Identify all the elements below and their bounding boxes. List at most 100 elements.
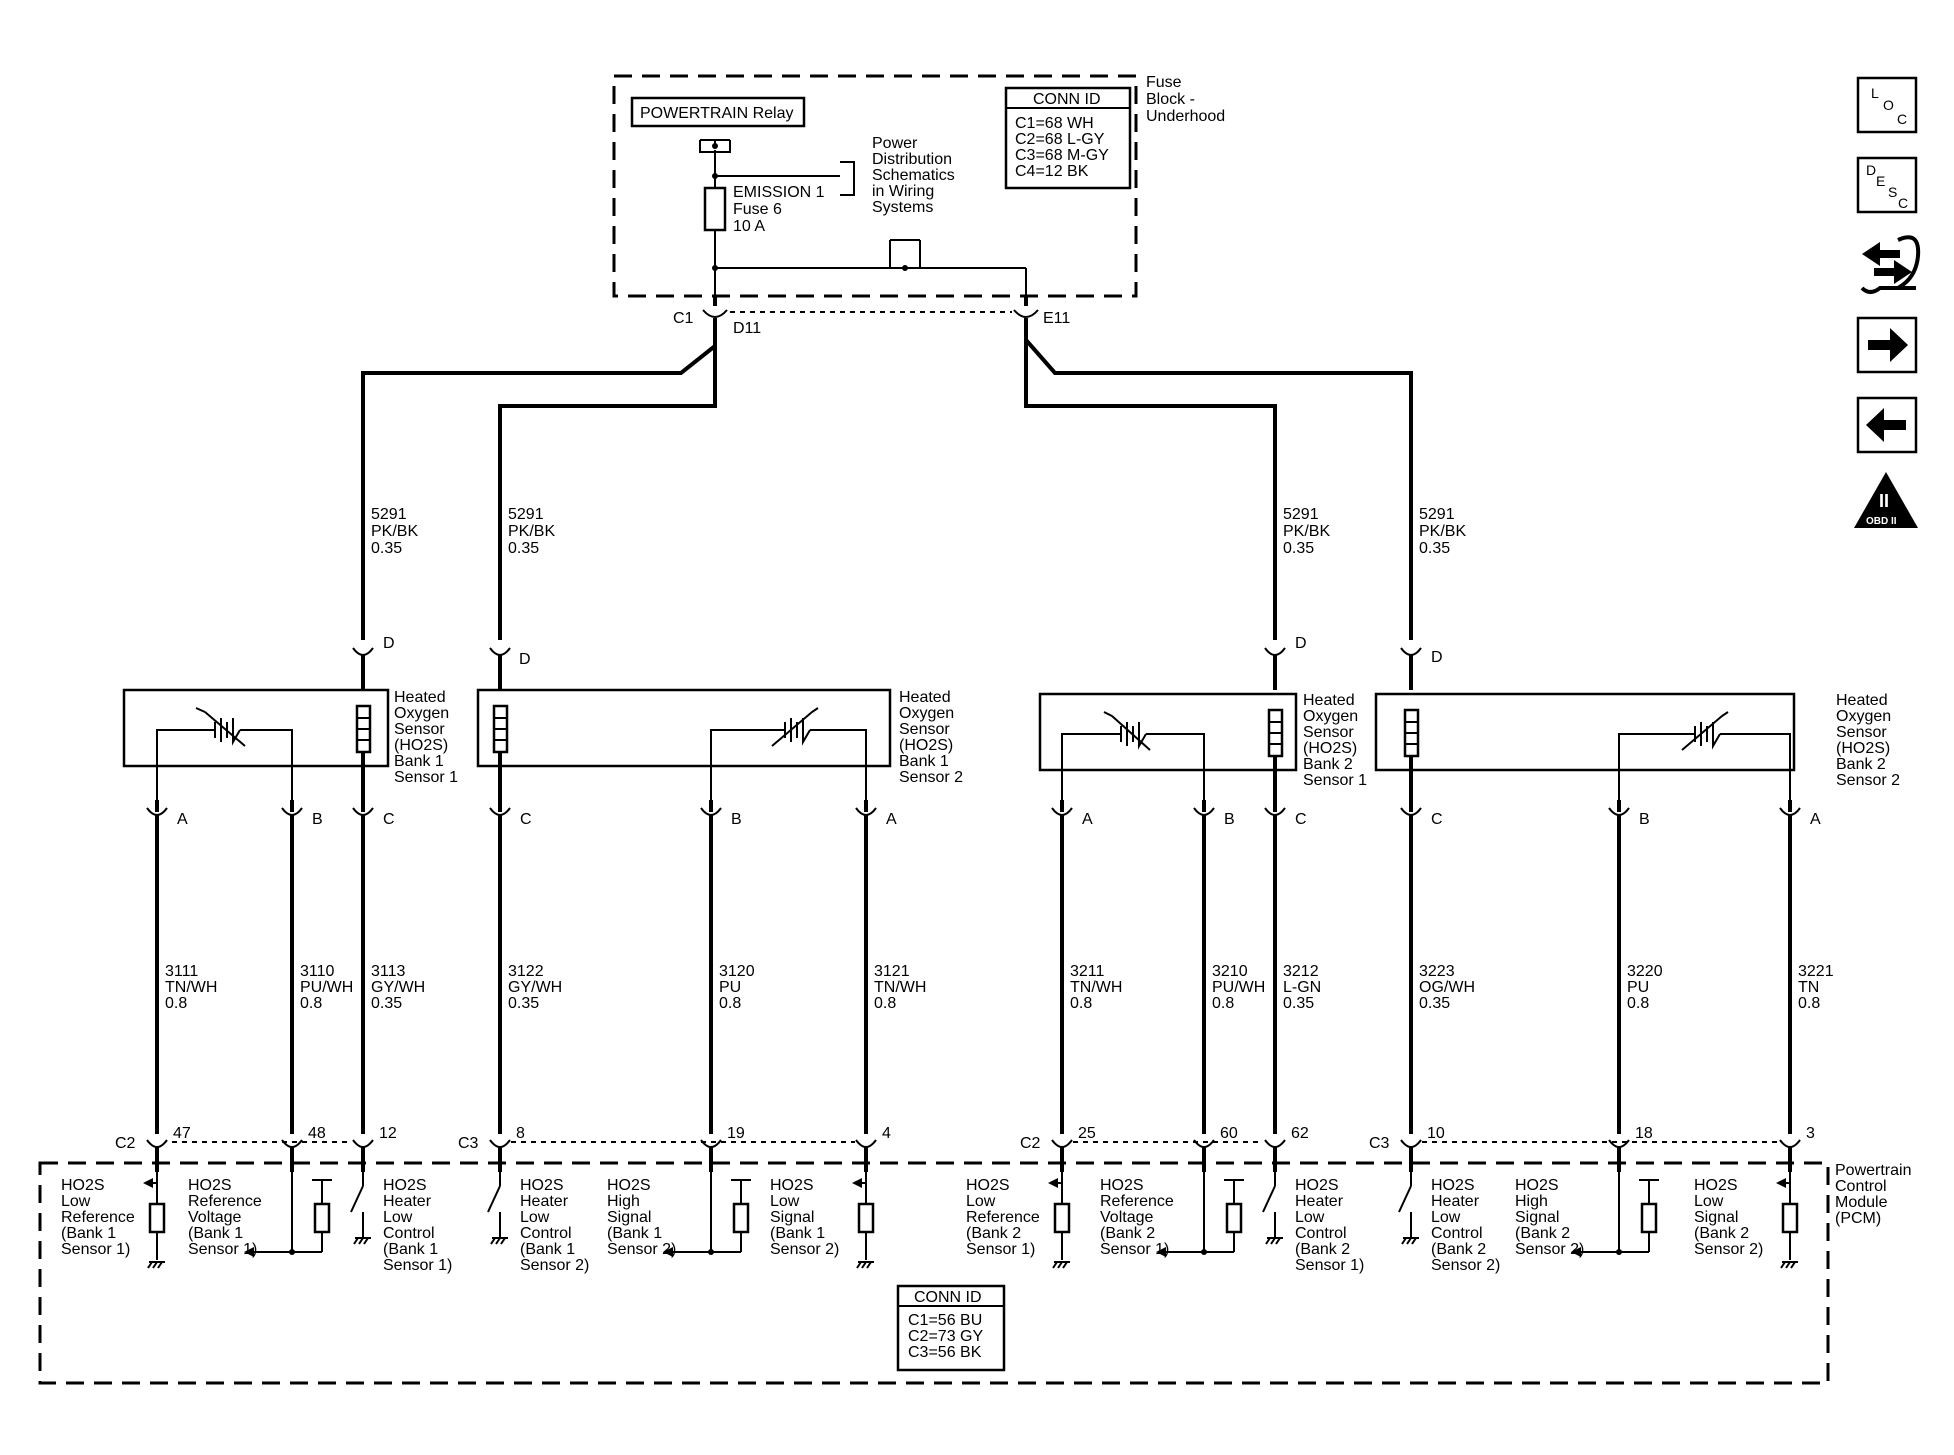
pcm-function-label: Signal [1694,1209,1738,1226]
sensor-pin-label: A [1810,811,1821,828]
pcm-pin-label: 18 [1635,1125,1653,1142]
svg-text:Heated: Heated [394,689,446,706]
wire-circuit-label: 3120 [719,963,755,980]
svg-text:Heated: Heated [1836,692,1888,709]
sensor-pin-label: A [177,811,188,828]
sensor-pin-label: A [1082,811,1093,828]
svg-text:Systems: Systems [872,199,933,216]
sensor-pin-label: C [520,811,532,828]
pcm-connector-label: C2 [115,1135,136,1152]
svg-text:D: D [1431,649,1443,666]
wire-circuit-label: 3110 [300,963,335,980]
wire-color-label: TN/WH [165,979,217,996]
pcm-function-label: Low [383,1209,413,1226]
power-dist-connector [889,239,921,269]
svg-text:0.35: 0.35 [1419,540,1450,557]
sensor-pin-label: C [1295,811,1307,828]
wire-circuit-label: 3221 [1798,963,1834,980]
ho2s-bank1-sensor2-label: Heated Oxygen Sensor (HO2S) Bank 1 Senso… [899,689,963,786]
wire-color-label: PU/WH [300,979,353,996]
svg-text:5291: 5291 [1419,506,1455,523]
wire-color-label: PU [719,979,741,996]
pcm-function-label: Heater [1295,1193,1344,1210]
wire-size-label: 0.8 [719,995,741,1012]
ho2s-bank2-sensor2-box [1374,692,1796,772]
svg-text:C1=56 BU: C1=56 BU [908,1312,982,1329]
pcm-function-label: High [1515,1193,1548,1210]
wire-circuit-label: 3223 [1419,963,1455,980]
signal-wire-3110: B3110PU/WH0.848HO2SReferenceVoltage(Bank… [188,800,353,1258]
svg-text:L: L [1871,85,1879,101]
pcm-function-label: Low [1431,1209,1461,1226]
pcm-function-label: HO2S [1431,1177,1475,1194]
svg-text:S: S [1888,184,1897,200]
pcm-function-label: (Bank 2 [966,1225,1021,1242]
sensor-pin-label: B [312,811,323,828]
svg-text:D: D [383,635,395,652]
pcm-pin-label: 60 [1220,1125,1238,1142]
next-arrow-icon[interactable] [1856,316,1918,374]
svg-text:EMISSION 1: EMISSION 1 [733,184,825,201]
feed-wire-bank2-sensor2 [1024,338,1413,640]
signal-wire-3113: C3113GY/WH0.3512HO2SHeaterLowControl(Ban… [350,800,452,1274]
diagnostic-tool-icon[interactable] [1860,235,1921,294]
pcm-function-label: HO2S [61,1177,105,1194]
svg-text:Fuse: Fuse [1146,74,1182,91]
sensor-element-b2s1 [1061,733,1205,800]
previous-arrow-icon[interactable] [1856,396,1918,454]
pcm-function-label: HO2S [188,1177,232,1194]
pcm-function-label: (Bank 2 [1694,1225,1749,1242]
wire-color-label: L-GN [1283,979,1321,996]
loc-icon[interactable]: L O C [1856,76,1918,134]
feed-wire-bank1-sensor2 [498,340,717,640]
svg-text:Control: Control [1835,1178,1887,1195]
wire-circuit-label: 3121 [874,963,910,980]
sensor-element-b1s1 [156,729,293,800]
pcm-function-label: Signal [607,1209,651,1226]
desc-icon[interactable]: D E S C [1856,156,1918,214]
signal-wire-3223: C3223OG/WH0.3510C3HO2SHeaterLowControl(B… [1369,800,1500,1274]
wire-size-label: 0.8 [1070,995,1092,1012]
pcm-function-label: Sensor 2) [1694,1241,1763,1258]
powertrain-relay-label: POWERTRAIN Relay [640,105,794,122]
svg-text:C: C [1897,111,1907,127]
svg-text:C1=68 WH: C1=68 WH [1015,115,1094,132]
svg-text:C3=56 BK: C3=56 BK [908,1344,982,1361]
pcm-function-label: Low [770,1193,800,1210]
wire-size-label: 0.35 [1283,995,1314,1012]
wire-color-label: TN/WH [874,979,926,996]
pcm-function-label: HO2S [1694,1177,1738,1194]
pcm-pin-label: 48 [308,1125,326,1142]
svg-text:D: D [1866,162,1876,178]
feed-label-4: 5291 PK/BK 0.35 [1419,506,1466,557]
wire-size-label: 0.8 [165,995,187,1012]
pcm-function-label: (Bank 1 [188,1225,243,1242]
pcm-function-label: HO2S [607,1177,651,1194]
pcm-function-label: Sensor 2) [520,1257,589,1274]
wire-size-label: 0.35 [1419,995,1450,1012]
svg-text:Bank 1: Bank 1 [899,753,949,770]
wire-color-label: TN [1798,979,1819,996]
sensor-pin-label: C [383,811,395,828]
svg-text:Oxygen: Oxygen [394,705,449,722]
fuse-block-d11-label: D11 [733,320,761,337]
pcm-function-label: Low [61,1193,91,1210]
svg-text:O: O [1883,97,1894,113]
pcm-function-label: Reference [966,1209,1040,1226]
wire-color-label: PU/WH [1212,979,1265,996]
pcm-conn-id-rows: C1=56 BU C2=73 GY C3=56 BK [908,1312,983,1361]
pcm-function-label: Heater [520,1193,569,1210]
ho2s-bank1-sensor2-box [476,688,892,768]
wire-size-label: 0.8 [300,995,322,1012]
svg-text:D: D [1295,635,1307,652]
feed-label-2: 5291 PK/BK 0.35 [508,506,555,557]
obd-ii-icon[interactable]: II OBD II [1854,472,1918,528]
fuse-block-conn-id-table [1004,86,1132,190]
svg-text:C2=68 L-GY: C2=68 L-GY [1015,131,1105,148]
wire-circuit-label: 3211 [1070,963,1105,980]
svg-text:Heated: Heated [1303,692,1355,709]
